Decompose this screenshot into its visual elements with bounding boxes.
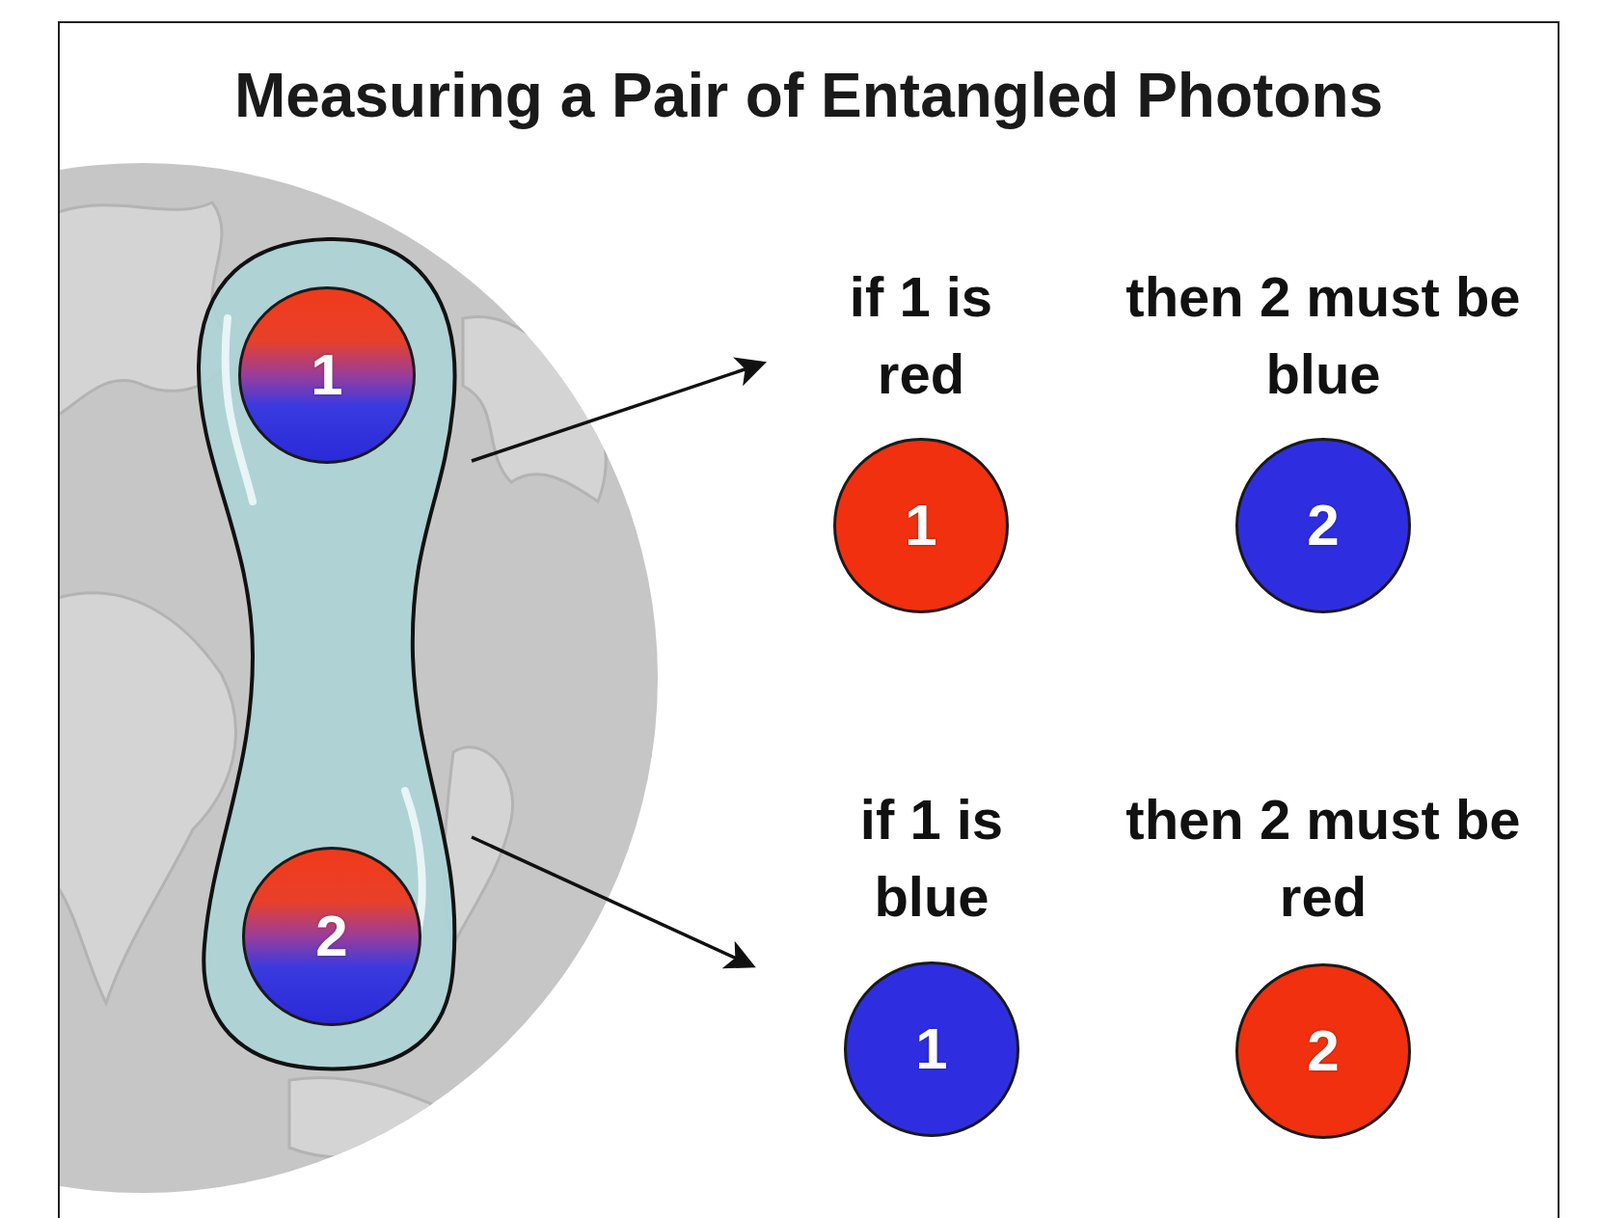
photon-number: 2	[315, 907, 348, 966]
outcome-label: if 1 is blue	[815, 781, 1048, 936]
photon-number: 2	[1306, 1022, 1339, 1081]
arrow	[471, 837, 752, 966]
globe	[58, 162, 658, 1194]
photon-circle: 2	[242, 846, 422, 1027]
title: Measuring a Pair of Entangled Photons	[67, 59, 1550, 132]
photon-circle: 1	[843, 961, 1020, 1138]
entangled-photon: 2	[242, 846, 422, 1027]
photon-outcome: then 2 must be red 2	[1125, 781, 1521, 1139]
photon-outcome: if 1 is blue 1	[815, 781, 1048, 1138]
photon-number: 2	[1306, 496, 1339, 555]
photon-circle: 1	[833, 437, 1009, 614]
photon-circle: 1	[238, 286, 416, 464]
photon-outcome: if 1 is red 1	[805, 258, 1037, 614]
frame	[58, 22, 1559, 1218]
photon-number: 1	[310, 346, 343, 405]
outcome-label: then 2 must be blue	[1125, 258, 1521, 413]
globe-disc	[58, 162, 658, 1194]
photon-outcome: then 2 must be blue 2	[1125, 258, 1521, 614]
photon-circle: 2	[1235, 437, 1411, 614]
photon-circle: 2	[1235, 963, 1411, 1139]
arrow	[471, 363, 762, 462]
entangled-photon: 1	[238, 286, 416, 464]
photon-number: 1	[904, 496, 937, 555]
entanglement-blob	[198, 239, 456, 1070]
continents	[58, 202, 606, 1158]
outcome-label: if 1 is red	[805, 258, 1037, 413]
photon-number: 1	[915, 1020, 948, 1079]
outcome-label: then 2 must be red	[1125, 781, 1521, 936]
